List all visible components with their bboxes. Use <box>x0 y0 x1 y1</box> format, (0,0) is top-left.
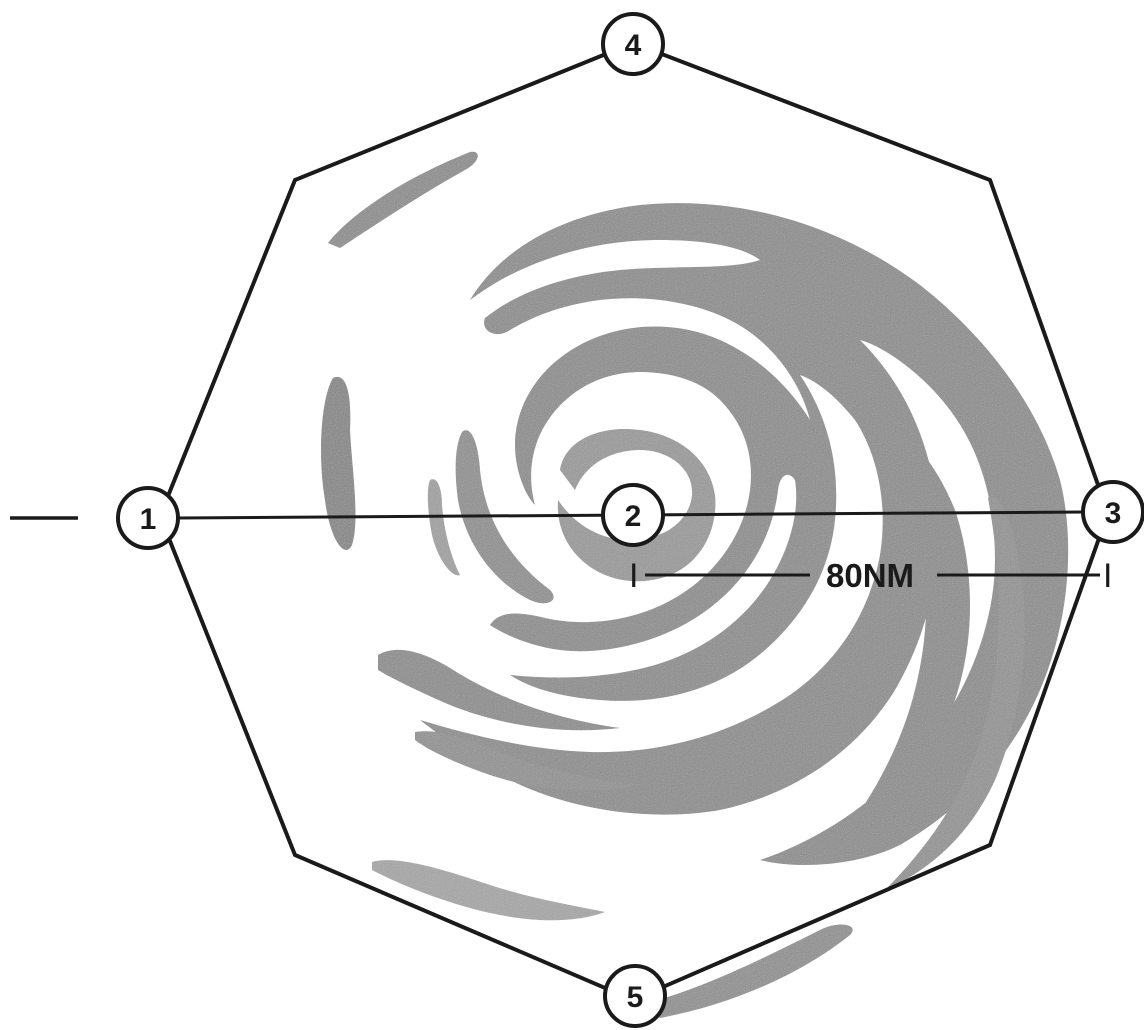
rain-band-inner-left-thin <box>428 479 460 575</box>
rain-band-bottom-right <box>640 925 853 1018</box>
waypoint-label: 1 <box>140 503 157 536</box>
waypoint-3: 3 <box>1083 482 1143 542</box>
waypoint-label: 5 <box>627 981 644 1014</box>
waypoint-label: 2 <box>625 500 642 533</box>
distance-label: 80NM <box>826 557 914 594</box>
distance-left-tick: I <box>629 557 638 595</box>
waypoint-label: 4 <box>625 29 642 62</box>
waypoint-4: 4 <box>603 14 663 74</box>
waypoint-2: 2 <box>603 485 663 545</box>
waypoint-1: 1 <box>118 488 178 548</box>
rain-band-bottom-left <box>372 860 605 920</box>
rain-band-left-streak <box>321 377 355 550</box>
waypoint-5: 5 <box>605 966 665 1026</box>
rain-band-top-left <box>328 152 478 248</box>
rain-bands <box>321 152 1068 1018</box>
distance-right-tick: I <box>1103 557 1112 595</box>
waypoint-label: 3 <box>1105 497 1122 530</box>
